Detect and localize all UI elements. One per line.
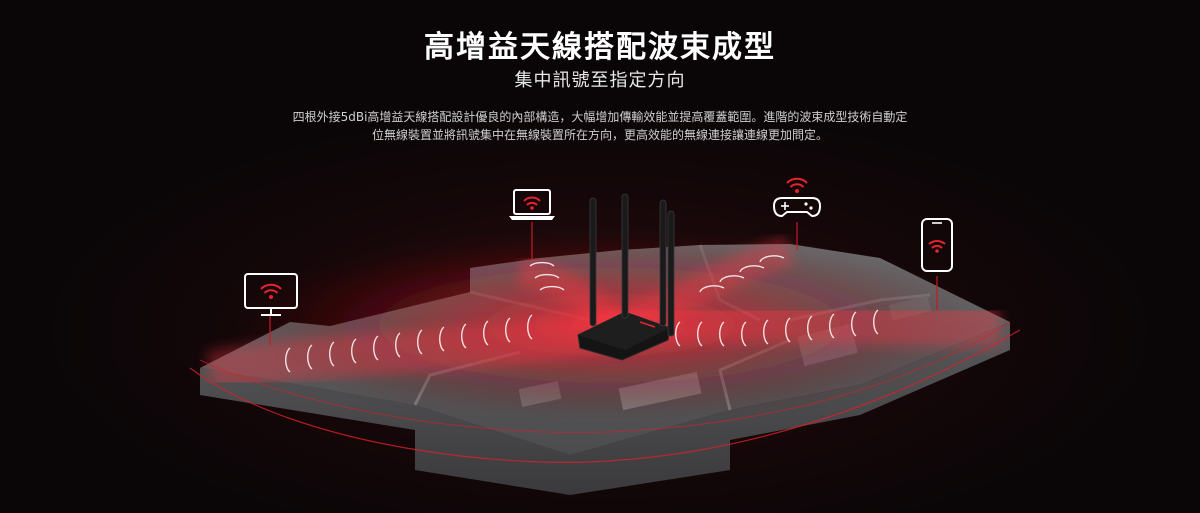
smartphone-wifi-icon: [921, 218, 953, 272]
monitor-wifi-icon: [244, 273, 298, 316]
router-antenna-1: [589, 197, 597, 327]
page-title: 高增益天線搭配波束成型: [424, 30, 776, 65]
router-antenna-3: [659, 199, 667, 327]
device-connector-lines: [269, 222, 938, 345]
description: 四根外接5dBi高增益天線搭配設計優良的內部構造，大幅增加傳輸效能並提高覆蓋範圍…: [270, 108, 930, 144]
signal-wave-arcs: [285, 255, 879, 373]
router-icon: [577, 193, 675, 361]
router-antenna-2: [621, 193, 629, 319]
laptop-wifi-icon: [509, 189, 555, 220]
gamepad-wifi-icon: [772, 177, 822, 218]
description-line-2: 位無線裝置並將訊號集中在無線裝置所在方向，更高效能的無線連接讓連線更加問定。: [371, 128, 828, 142]
router-antenna-4: [667, 210, 675, 337]
page-subtitle: 集中訊號至指定方向: [514, 70, 686, 91]
floor-walls-front: [200, 322, 1010, 495]
description-line-1: 四根外接5dBi高增益天線搭配設計優良的內部構造，大幅增加傳輸效能並提高覆蓋範圍…: [292, 110, 908, 124]
